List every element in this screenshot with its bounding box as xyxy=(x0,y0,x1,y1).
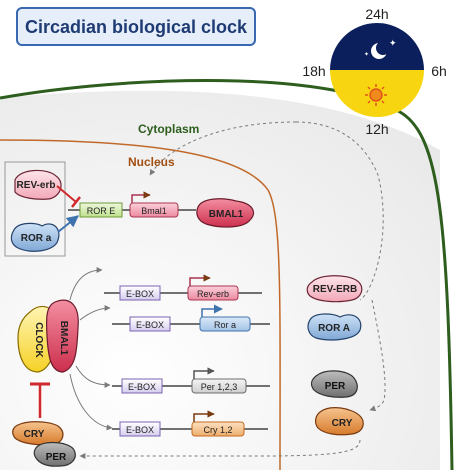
transcription-arrow xyxy=(201,304,223,317)
rev-erb-gene xyxy=(187,285,239,301)
cry-gene-label: Cry 1,2 xyxy=(203,425,232,435)
nuclear-membrane xyxy=(0,139,281,471)
dial-label-24h: 24h xyxy=(365,6,388,22)
ebox-label: E-BOX xyxy=(126,425,154,435)
cell-interior xyxy=(0,90,440,471)
per-repressor-protein xyxy=(33,441,76,467)
per-cyto-protein: PER xyxy=(310,370,358,398)
ror-a-cyto-label: ROR A xyxy=(318,323,350,334)
per-gene xyxy=(191,378,247,394)
rev-erb-protein: REV-erb xyxy=(14,169,62,200)
ebox-label: E-BOX xyxy=(128,382,156,392)
cry-per-repressor: CRY PER xyxy=(12,421,76,467)
rev-erb-cyto-protein: REV-ERB xyxy=(306,275,363,303)
rev-erb-inhibition-line xyxy=(56,185,77,203)
per-repressor-label: PER xyxy=(46,452,67,463)
activation-arrow-cry xyxy=(69,373,113,431)
feedback-arrow-cry xyxy=(369,299,386,412)
ror-a-gene xyxy=(199,316,251,332)
cell-membrane xyxy=(0,79,454,471)
cry-cyto-protein: CRY xyxy=(314,407,364,436)
regulator-frame xyxy=(4,161,66,257)
ebox-element xyxy=(121,378,163,394)
gene-row-rev-erb: E-BOX Rev-erb xyxy=(104,274,262,301)
complex-bmal1-label: BMAL1 xyxy=(58,321,69,356)
cry-gene xyxy=(191,421,245,437)
ror-e-label: ROR E xyxy=(87,206,116,216)
ror-e-element xyxy=(79,202,123,218)
ror-a-gene-label: Ror a xyxy=(214,320,236,330)
dial-label-6h: 6h xyxy=(431,63,447,79)
rev-erb-cyto-label: REV-ERB xyxy=(313,284,357,295)
ebox-label: E-BOX xyxy=(126,289,154,299)
bmal1-gene xyxy=(129,202,179,218)
title-box: Circadian biological clock xyxy=(16,7,256,46)
feedback-arrow-top xyxy=(149,121,297,176)
activation-arrow-rev-erb xyxy=(69,267,103,301)
dial-label-12h: 12h xyxy=(365,121,388,137)
per-cyto-label: PER xyxy=(325,381,346,392)
activation-arrow-per xyxy=(75,365,111,388)
dial-label-18h: 18h xyxy=(302,63,325,79)
transcription-arrow xyxy=(193,367,215,379)
svg-text:✦: ✦ xyxy=(364,51,369,58)
gene-row-cry: E-BOX Cry 1,2 xyxy=(112,410,268,437)
svg-text:✦: ✦ xyxy=(389,38,397,48)
feedback-arrow-bottom xyxy=(79,439,361,459)
cry-cyto-label: CRY xyxy=(332,418,353,429)
ror-a-activation-arrow xyxy=(57,215,79,233)
bmal1-partner xyxy=(45,299,79,373)
cry-repressor-label: CRY xyxy=(24,429,45,440)
gene-row-ror-a: E-BOX Ror a xyxy=(112,304,270,332)
ror-a-cyto-protein: ROR A xyxy=(307,313,362,341)
clock-label: CLOCK xyxy=(33,322,44,358)
nucleus-label: Nucleus xyxy=(128,155,175,169)
bmal1-protein-label: BMAL1 xyxy=(209,209,244,220)
cytoplasm-label: Cytoplasm xyxy=(138,122,199,136)
ebox-element xyxy=(119,421,161,437)
transcription-arrow xyxy=(189,274,211,286)
bmal1-protein: BMAL1 xyxy=(196,198,255,228)
ror-a-label: ROR a xyxy=(21,233,52,244)
bmal1-transcription-arrow xyxy=(131,191,151,203)
activation-arrow-ror-a xyxy=(79,305,111,321)
per-gene-label: Per 1,2,3 xyxy=(201,382,238,392)
bmal1-gene-label: Bmal1 xyxy=(141,206,167,216)
transcription-arrow xyxy=(193,410,215,422)
rev-erb-label: REV-erb xyxy=(17,180,56,191)
clock-bmal1-complex: CLOCK BMAL1 xyxy=(17,299,79,373)
ebox-element xyxy=(119,285,161,301)
inhibition-bar xyxy=(71,196,81,208)
ebox-element xyxy=(129,316,171,332)
gene-row-per: E-BOX Per 1,2,3 xyxy=(112,367,270,394)
ebox-label: E-BOX xyxy=(136,320,164,330)
moon-stars-icon: ✦ ✦ xyxy=(364,38,397,59)
page-title: Circadian biological clock xyxy=(25,17,248,37)
day-night-dial: ✦ ✦ 24h 18h 6h 12h xyxy=(302,6,446,137)
rev-erb-gene-label: Rev-erb xyxy=(197,289,229,299)
feedback-path-right xyxy=(295,121,384,301)
sun-icon xyxy=(365,84,387,106)
ror-a-protein: ROR a xyxy=(10,222,60,252)
